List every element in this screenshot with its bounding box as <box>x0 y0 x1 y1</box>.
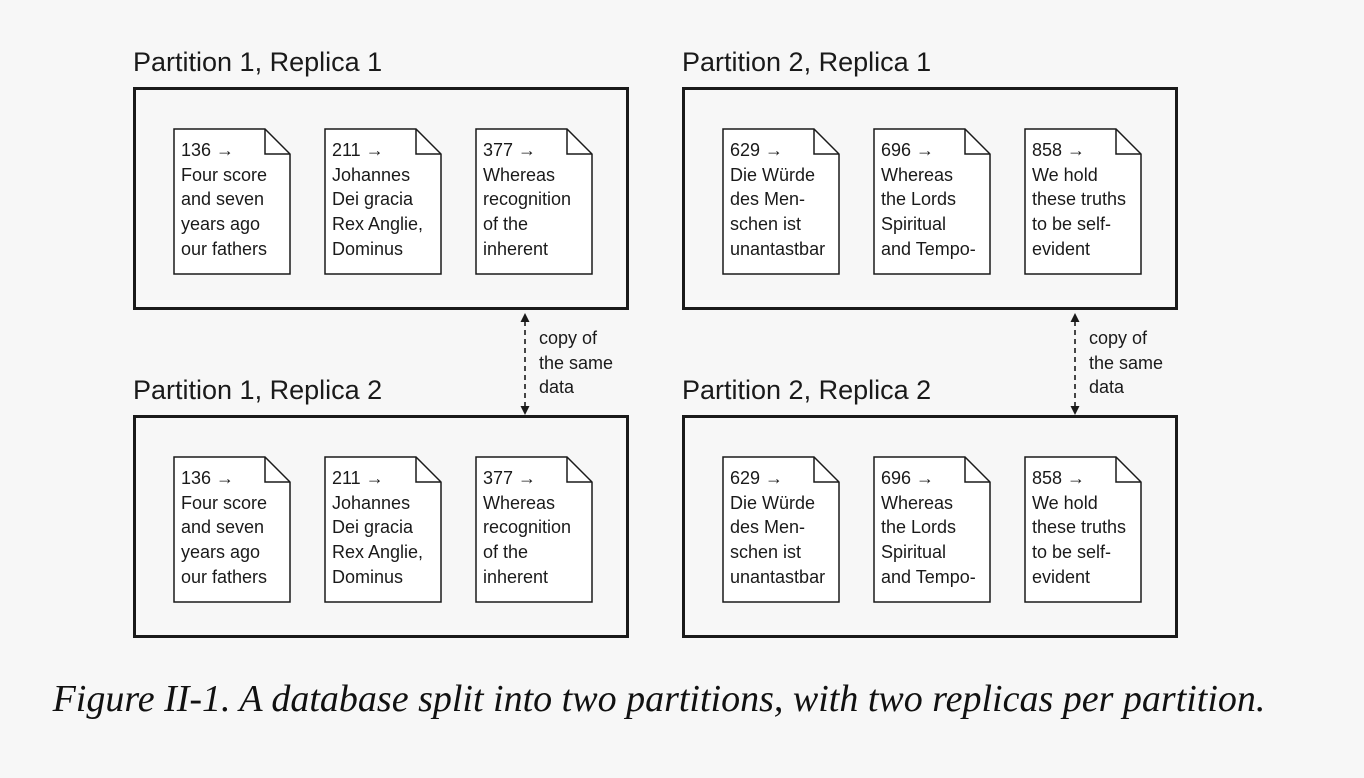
document-text: 377 → Whereas recognition of the inheren… <box>483 140 572 259</box>
document-text: 858 → We hold these truths to be self- e… <box>1032 468 1127 587</box>
double-arrow-icon <box>1070 313 1080 415</box>
document: 858 → We hold these truths to be self- e… <box>1024 128 1142 275</box>
document: 136 → Four score and seven years ago our… <box>173 128 291 275</box>
document-text: 696 → Whereas the Lords Spiritual and Te… <box>881 140 976 259</box>
partition-title: Partition 1, Replica 2 <box>133 375 383 405</box>
partition-title: Partition 1, Replica 1 <box>133 47 383 77</box>
document-icon <box>722 456 840 603</box>
document-text: 696 → Whereas the Lords Spiritual and Te… <box>881 468 976 587</box>
document-icon <box>324 456 442 603</box>
document-text: 858 → We hold these truths to be self- e… <box>1032 140 1127 259</box>
document-icon <box>1024 128 1142 275</box>
document-icon <box>722 128 840 275</box>
partition-box: 629 → Die Würde des Men- schen ist unant… <box>682 87 1178 310</box>
document-text: 136 → Four score and seven years ago our… <box>181 468 268 587</box>
document-text: 136 → Four score and seven years ago our… <box>181 140 268 259</box>
document-text: 377 → Whereas recognition of the inheren… <box>483 468 572 587</box>
document-text: 211 → Johannes Dei gracia Rex Anglie, Do… <box>332 140 424 259</box>
document: 377 → Whereas recognition of the inheren… <box>475 128 593 275</box>
partition-box: 136 → Four score and seven years ago our… <box>133 87 629 310</box>
document: 211 → Johannes Dei gracia Rex Anglie, Do… <box>324 128 442 275</box>
document: 211 → Johannes Dei gracia Rex Anglie, Do… <box>324 456 442 603</box>
connector-label: copy of the same data <box>539 328 614 398</box>
partition-box: 629 → Die Würde des Men- schen ist unant… <box>682 415 1178 638</box>
double-arrow-icon <box>520 313 530 415</box>
document: 858 → We hold these truths to be self- e… <box>1024 456 1142 603</box>
document-text: 629 → Die Würde des Men- schen ist unant… <box>730 140 826 259</box>
document-text: 629 → Die Würde des Men- schen ist unant… <box>730 468 826 587</box>
document-icon <box>324 128 442 275</box>
partition-title: Partition 2, Replica 2 <box>682 375 932 405</box>
document: 629 → Die Würde des Men- schen ist unant… <box>722 456 840 603</box>
partition-title: Partition 2, Replica 1 <box>682 47 932 77</box>
document: 696 → Whereas the Lords Spiritual and Te… <box>873 128 991 275</box>
document-icon <box>475 456 593 603</box>
document: 696 → Whereas the Lords Spiritual and Te… <box>873 456 991 603</box>
figure-caption: Figure II-1. A database split into two p… <box>52 678 1266 720</box>
document-icon <box>475 128 593 275</box>
document-text: 211 → Johannes Dei gracia Rex Anglie, Do… <box>332 468 424 587</box>
document: 377 → Whereas recognition of the inheren… <box>475 456 593 603</box>
document: 629 → Die Würde des Men- schen ist unant… <box>722 128 840 275</box>
document-icon <box>1024 456 1142 603</box>
document-icon <box>173 128 291 275</box>
document: 136 → Four score and seven years ago our… <box>173 456 291 603</box>
document-icon <box>173 456 291 603</box>
partition-box: 136 → Four score and seven years ago our… <box>133 415 629 638</box>
connector-label: copy of the same data <box>1089 328 1164 398</box>
document-icon <box>873 456 991 603</box>
document-icon <box>873 128 991 275</box>
